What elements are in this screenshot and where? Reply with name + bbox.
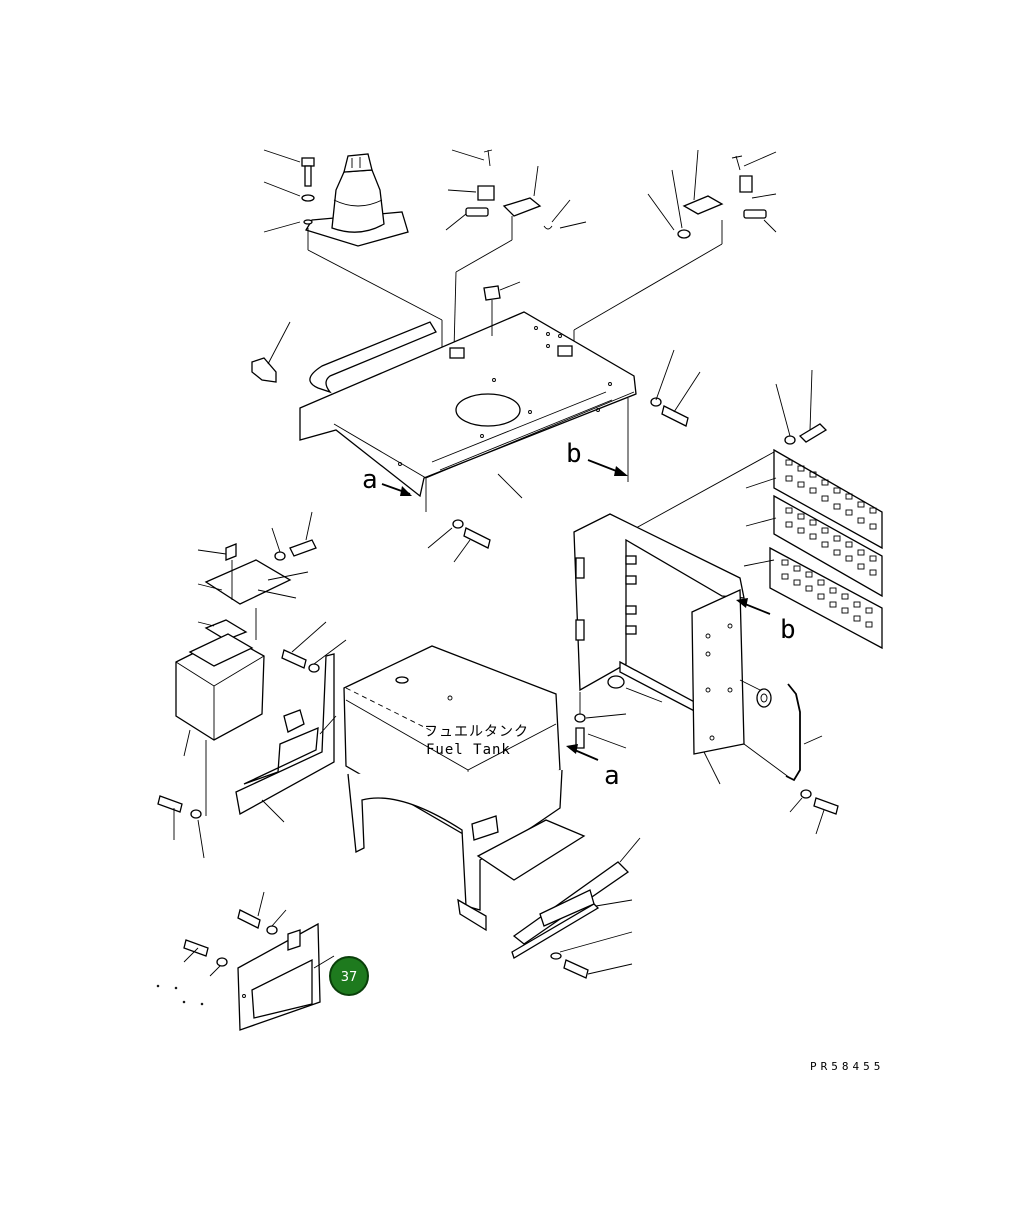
- fuel-tank: [343, 645, 586, 932]
- fuel-tank-label-en: Fuel Tank: [426, 742, 511, 758]
- arrow-b-right: [736, 598, 771, 615]
- fuel-tank-label-jp: フュエルタンク: [424, 724, 529, 740]
- arrow-b-top: [587, 459, 628, 476]
- view-marker-b-right: b: [780, 615, 796, 645]
- side-frame: [573, 513, 839, 835]
- arrow-a-top: [381, 483, 412, 496]
- view-marker-b-top: b: [566, 439, 582, 469]
- arrow-a-center: [566, 744, 599, 761]
- hinge-bracket-right: [573, 149, 777, 350]
- bottom-cover-plate: [156, 891, 335, 1031]
- top-cover: [251, 281, 701, 563]
- filler-neck-assembly: [263, 149, 443, 410]
- switch-plate: [197, 511, 317, 641]
- box-bracket: [175, 621, 347, 816]
- callout-badge-number: 37: [341, 970, 358, 985]
- callout-badge-37[interactable]: 37: [329, 956, 369, 996]
- view-marker-a-center: a: [604, 761, 620, 791]
- lower-right-brackets: [511, 837, 641, 979]
- callout-badge-circle: [329, 956, 369, 996]
- perforated-panels: [635, 369, 883, 650]
- drawing-code: PR58455: [810, 1060, 884, 1073]
- view-marker-a-top: a: [362, 465, 378, 495]
- cover-bracket: [157, 653, 337, 859]
- hinge-bracket-left: [445, 149, 587, 351]
